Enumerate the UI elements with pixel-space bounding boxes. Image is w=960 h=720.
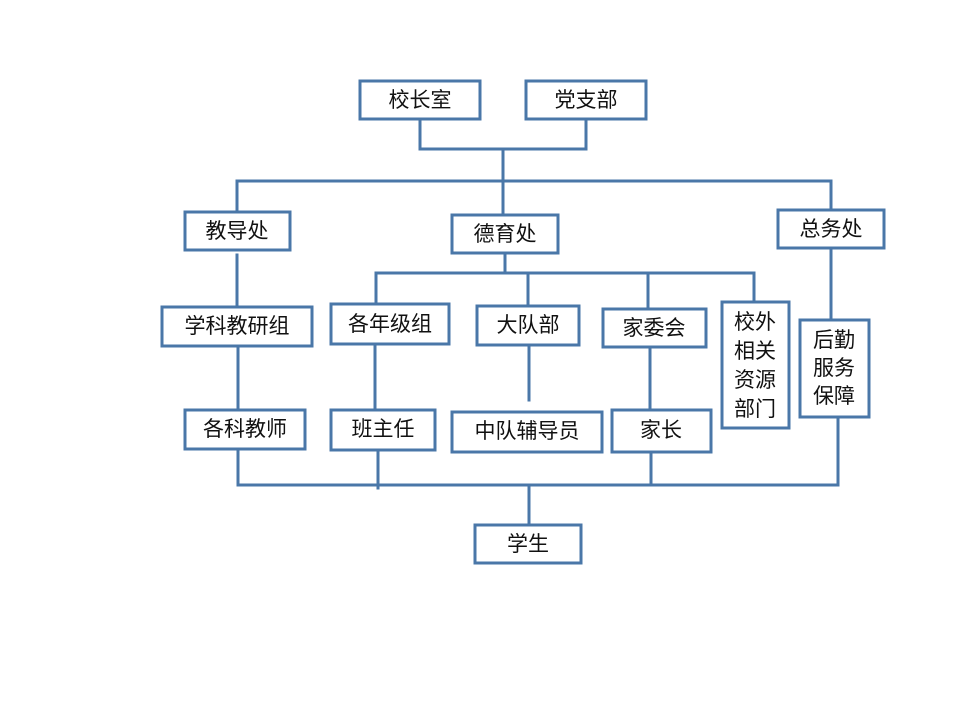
node-label-line: 服务 — [813, 356, 855, 380]
node-students: 学生 — [473, 523, 583, 565]
node-label-line: 部门 — [734, 397, 776, 421]
node-teaching-research: 学科教研组 — [160, 305, 314, 348]
node-logistics: 后勤 服务 保障 — [798, 318, 871, 419]
node-grade-groups: 各年级组 — [329, 302, 451, 346]
node-label: 家长 — [640, 418, 682, 442]
node-label: 教导处 — [206, 219, 269, 243]
node-principal-office: 校长室 — [358, 79, 482, 121]
node-party-branch: 党支部 — [524, 79, 648, 121]
node-label: 大队部 — [497, 313, 560, 337]
connector-top-join — [418, 117, 588, 151]
node-label-line: 资源 — [734, 368, 776, 392]
node-label-line: 相关 — [734, 339, 776, 363]
node-label: 学科教研组 — [185, 314, 290, 338]
node-brigade: 大队部 — [475, 304, 581, 347]
connectors — [235, 117, 840, 527]
node-label: 中队辅导员 — [475, 419, 580, 443]
node-moral-education: 德育处 — [450, 213, 560, 255]
node-label-line: 保障 — [813, 384, 855, 408]
node-parents-committee: 家委会 — [601, 307, 708, 349]
node-label-line: 校外 — [734, 310, 776, 334]
node-subject-teachers: 各科教师 — [183, 408, 307, 451]
node-parents: 家长 — [610, 408, 713, 454]
node-label: 班主任 — [352, 417, 415, 441]
node-squad-counselor: 中队辅导员 — [450, 410, 604, 454]
connector-bottom-bus — [236, 415, 840, 487]
node-label: 校长室 — [389, 88, 452, 112]
node-label: 家委会 — [623, 316, 686, 340]
node-label: 总务处 — [800, 217, 863, 241]
node-label: 党支部 — [555, 88, 618, 112]
node-label: 德育处 — [474, 222, 537, 246]
node-label: 各年级组 — [348, 312, 432, 336]
node-label: 学生 — [507, 532, 549, 556]
node-external-resources: 校外 相关 资源 部门 — [720, 300, 791, 430]
node-class-teacher: 班主任 — [329, 408, 437, 452]
node-general-affairs: 总务处 — [776, 208, 886, 250]
node-label-line: 后勤 — [813, 328, 855, 352]
node-academic-affairs: 教导处 — [183, 210, 292, 252]
node-label: 各科教师 — [203, 417, 287, 441]
